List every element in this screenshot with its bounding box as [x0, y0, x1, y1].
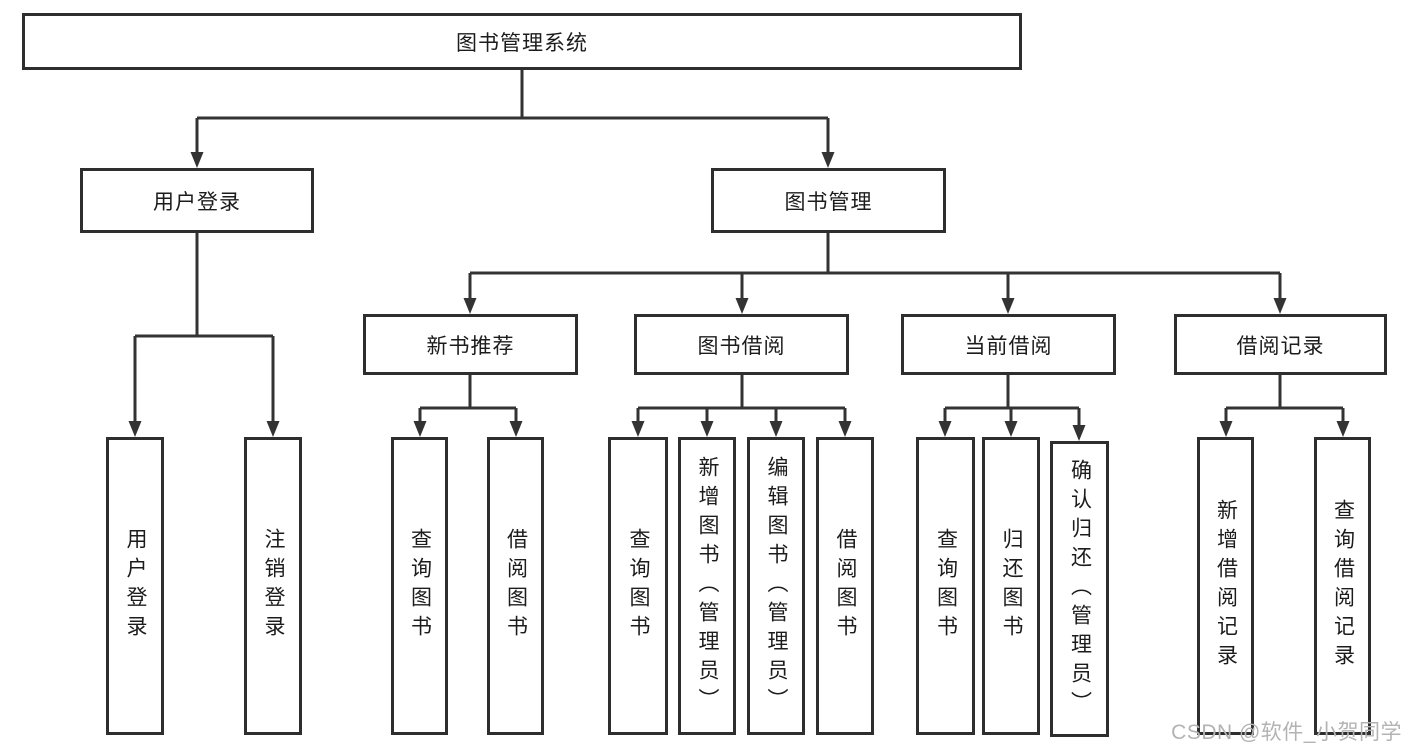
leaf-borrow-books-recommend: 借阅图书: [487, 437, 544, 735]
leaf-logout: 注销登录: [244, 437, 302, 735]
leaf-user-login: 用户登录: [106, 437, 164, 735]
leaf-label: 查询图书: [627, 528, 650, 644]
node-new-book-recommend: 新书推荐: [363, 314, 578, 375]
leaf-label: 编辑图书（管理员）: [765, 455, 788, 717]
node-label: 借阅记录: [1236, 334, 1325, 358]
leaf-add-books-admin: 新增图书（管理员）: [678, 437, 736, 735]
leaf-label: 新增借阅记录: [1214, 499, 1238, 673]
leaf-label: 借阅图书: [504, 528, 528, 644]
leaf-label: 查询借阅记录: [1331, 499, 1355, 673]
leaf-label: 查询图书: [934, 528, 958, 644]
leaf-label: 借阅图书: [834, 528, 857, 644]
node-label: 当前借阅: [964, 334, 1053, 358]
leaf-borrow-books: 借阅图书: [816, 437, 874, 735]
leaf-label: 归还图书: [1000, 528, 1023, 644]
node-label: 新书推荐: [426, 334, 515, 358]
leaf-label: 查询图书: [408, 528, 432, 644]
node-book-borrowing: 图书借阅: [634, 314, 849, 375]
node-user-login: 用户登录: [80, 168, 314, 233]
leaf-label: 用户登录: [124, 528, 147, 644]
leaf-add-borrow-record: 新增借阅记录: [1197, 437, 1254, 735]
watermark: CSDN @软件_小贺同学: [1171, 721, 1402, 744]
node-borrowing-records: 借阅记录: [1174, 314, 1387, 375]
leaf-query-books-borrow: 查询图书: [608, 437, 668, 735]
node-book-management: 图书管理: [711, 168, 946, 233]
leaf-return-books: 归还图书: [982, 437, 1040, 735]
leaf-label: 确认归还（管理员）: [1068, 458, 1092, 720]
leaf-query-books-recommend: 查询图书: [391, 437, 448, 735]
leaf-edit-books-admin: 编辑图书（管理员）: [747, 437, 805, 735]
leaf-label: 新增图书（管理员）: [696, 455, 719, 717]
leaf-query-books-current: 查询图书: [916, 437, 975, 735]
node-root-label: 图书管理系统: [456, 31, 588, 55]
node-label: 图书借阅: [697, 334, 786, 358]
node-root: 图书管理系统: [22, 13, 1022, 70]
node-current-borrowing: 当前借阅: [901, 314, 1116, 375]
leaf-label: 注销登录: [262, 528, 285, 644]
leaf-query-borrow-record: 查询借阅记录: [1314, 437, 1371, 735]
leaf-confirm-return-admin: 确认归还（管理员）: [1050, 441, 1109, 737]
node-label: 用户登录: [153, 190, 241, 214]
node-label: 图书管理: [784, 190, 873, 214]
